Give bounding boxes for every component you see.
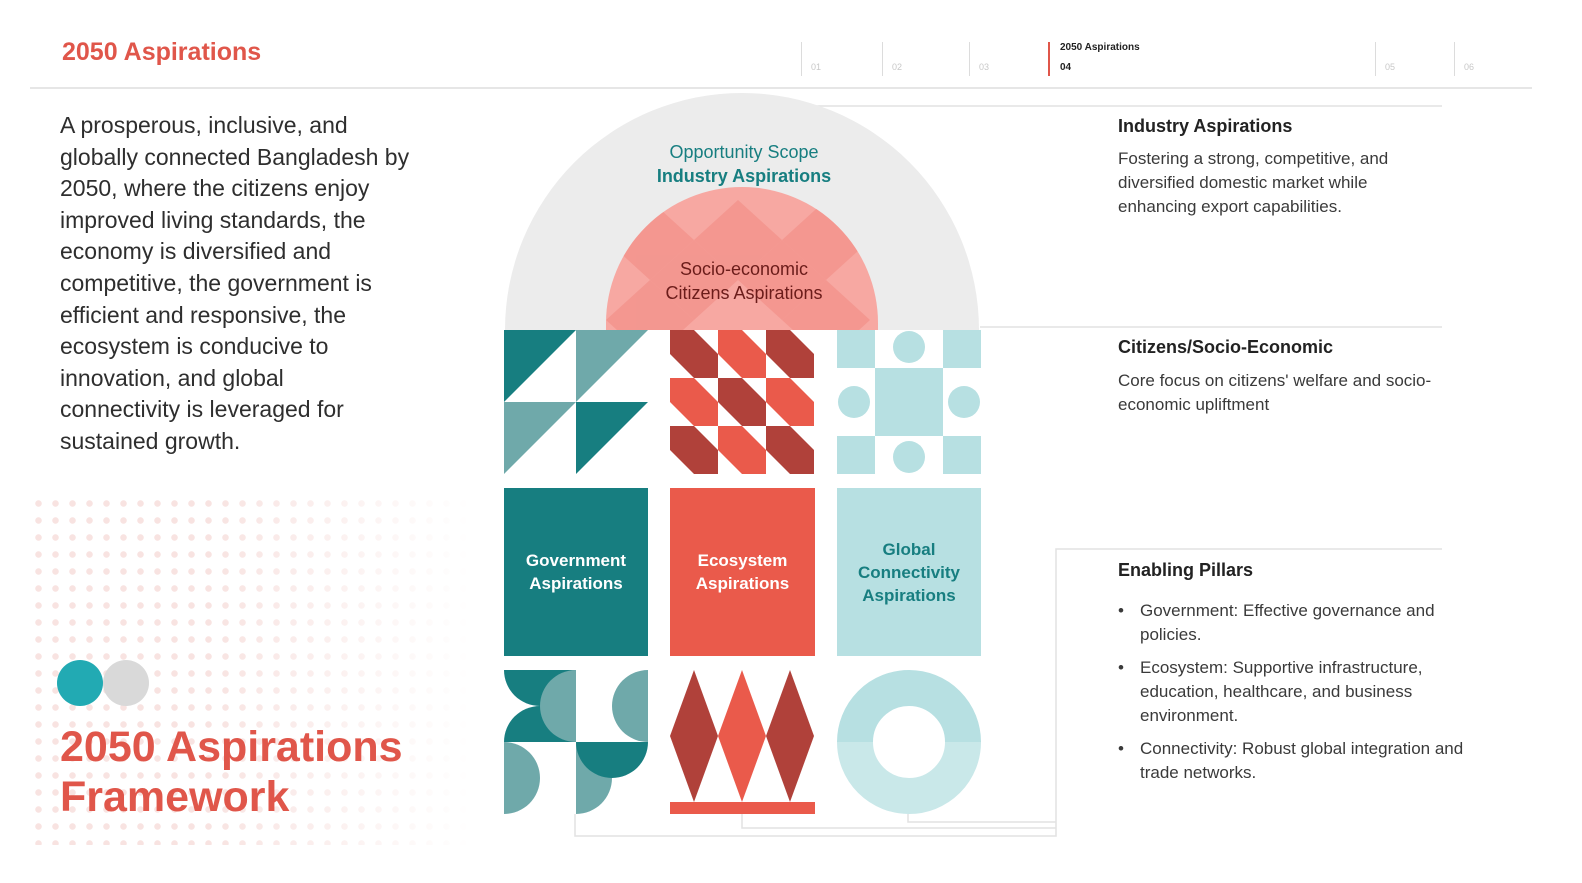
teal-triangle-pattern [504, 330, 648, 474]
step-03[interactable]: 03 [969, 42, 989, 76]
vision-statement: A prosperous, inclusive, and globally co… [60, 112, 410, 454]
ecosystem-aspirations-block: Ecosystem Aspirations [670, 488, 815, 656]
red-diagonal-pattern [670, 330, 814, 474]
header-divider [30, 87, 1532, 89]
teal-semicircle-pattern [504, 670, 648, 814]
dot-pattern-fade [30, 495, 470, 845]
step-05[interactable]: 05 [1375, 42, 1395, 76]
industry-heading: Industry Aspirations [1118, 116, 1293, 136]
step-04-label: 2050 Aspirations [1060, 42, 1140, 53]
pillar-item-connectivity: Connectivity: Robust global integration … [1118, 737, 1470, 785]
red-diamond-pattern [670, 670, 815, 814]
framework-title: 2050 Aspirations Framework [60, 723, 403, 821]
gray-circle-icon [103, 660, 149, 706]
step-04-active[interactable]: 2050 Aspirations 04 [1048, 42, 1140, 76]
light-teal-grid-pattern [837, 330, 981, 474]
industry-body: Fostering a strong, competitive, and div… [1118, 149, 1389, 216]
step-06[interactable]: 06 [1454, 42, 1474, 76]
pillar-item-ecosystem: Ecosystem: Supportive infrastructure, ed… [1118, 656, 1470, 728]
pillars-heading: Enabling Pillars [1118, 560, 1254, 580]
pillar-item-government: Government: Effective governance and pol… [1118, 599, 1470, 647]
step-01[interactable]: 01 [801, 42, 821, 76]
citizens-body: Core focus on citizens' welfare and soci… [1118, 371, 1432, 414]
step-02[interactable]: 02 [882, 42, 902, 76]
teal-circle-icon [57, 660, 103, 706]
citizens-heading: Citizens/Socio-Economic [1118, 337, 1334, 357]
page-title: 2050 Aspirations [62, 38, 262, 66]
government-aspirations-block: Government Aspirations [504, 488, 648, 656]
outer-arch-label: Opportunity Scope Industry Aspirations [656, 142, 832, 186]
inner-arch-label: Socio-economic Citizens Aspirations [665, 259, 823, 303]
global-connectivity-aspirations-block: Global Connectivity Aspirations [837, 488, 981, 656]
light-teal-ring-pattern [837, 670, 981, 814]
